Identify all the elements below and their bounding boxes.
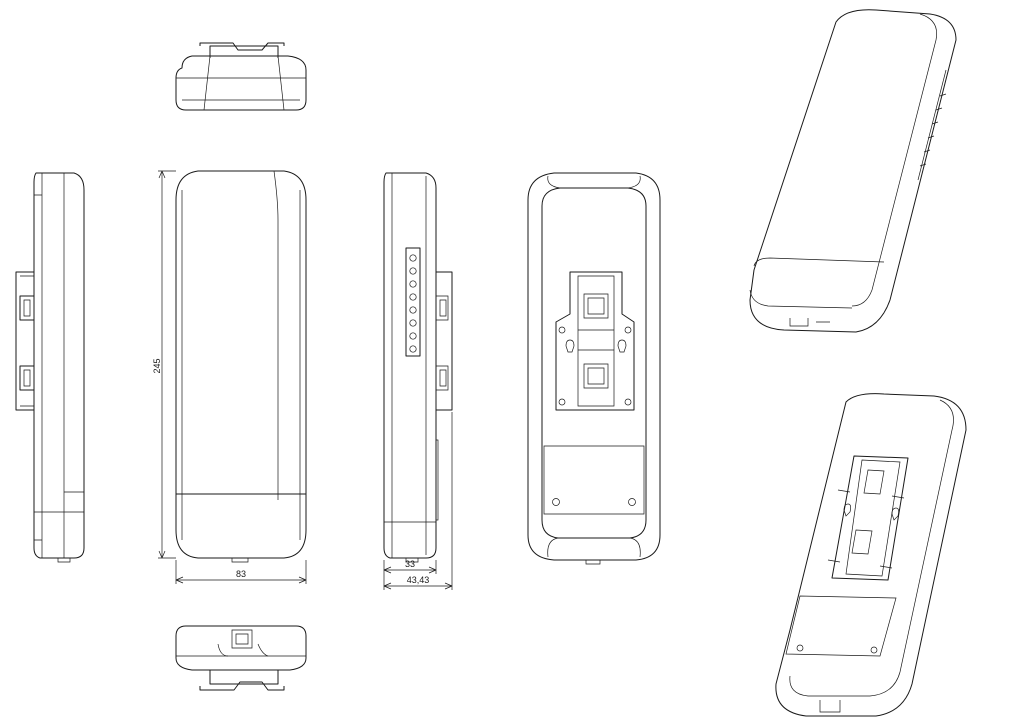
back-view [527, 172, 661, 565]
led-indicator [409, 267, 417, 275]
screw-icon [552, 498, 560, 506]
left-side-view [15, 172, 85, 563]
led-indicator [409, 280, 417, 288]
bottom-view [175, 625, 307, 691]
screw-icon [628, 498, 636, 506]
led-indicator [409, 319, 417, 327]
led-indicators [409, 254, 417, 353]
screw-icon [870, 646, 878, 654]
mounting-hole-icon [558, 398, 566, 406]
width-dimension-label: 83 [236, 569, 246, 579]
mounting-hole-icon [558, 326, 566, 334]
front-view: 245 83 [152, 170, 307, 584]
led-indicator [409, 306, 417, 314]
height-dimension-label: 245 [152, 358, 162, 373]
isometric-front-view [749, 9, 957, 333]
led-indicator [409, 293, 417, 301]
led-indicator [409, 332, 417, 340]
depth-dimension-label: 33 [405, 559, 415, 569]
mounting-hole-icon [624, 398, 632, 406]
led-indicator [409, 254, 417, 262]
screw-icon [796, 644, 804, 652]
isometric-back-view [775, 393, 967, 717]
led-indicator [409, 345, 417, 353]
depth-with-bracket-dimension-label: 43,43 [407, 575, 430, 585]
right-side-view: 33 43,43 [383, 172, 453, 590]
mounting-hole-icon [624, 326, 632, 334]
top-view [175, 42, 307, 111]
